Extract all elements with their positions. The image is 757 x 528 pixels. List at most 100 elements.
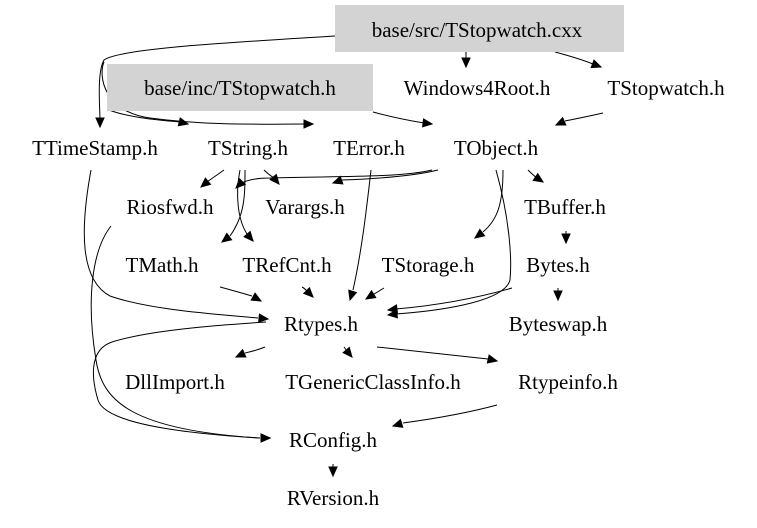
edge-line xyxy=(376,346,489,360)
edge-tobject-to-riosfwd xyxy=(235,169,433,189)
edge-line xyxy=(402,404,498,424)
edge-src-to-tstopwatch xyxy=(554,51,603,69)
edge-rtypes-to-rconfig xyxy=(92,321,272,443)
edge-arrowhead xyxy=(221,232,233,243)
node-src[interactable]: base/src/TStopwatch.cxx xyxy=(335,5,624,52)
node-label: RVersion.h xyxy=(287,486,380,510)
edge-src-to-win4root xyxy=(461,52,471,69)
node-label: Riosfwd.h xyxy=(127,195,214,219)
node-tmath[interactable]: TMath.h xyxy=(126,253,199,277)
edge-line xyxy=(372,111,425,124)
edge-arrowhead xyxy=(474,228,486,239)
node-label: TGenericClassInfo.h xyxy=(285,370,461,394)
edge-line xyxy=(352,169,372,291)
edge-arrowhead xyxy=(554,116,567,126)
edge-arrowhead xyxy=(303,119,315,129)
edge-line xyxy=(237,169,248,235)
node-label: TError.h xyxy=(333,136,405,160)
edge-src-to-ttimestamp xyxy=(95,35,336,129)
node-label: TString.h xyxy=(208,136,288,160)
edge-tstopwatch-to-tobject xyxy=(554,112,604,126)
edge-tstring-to-trefcnt xyxy=(237,169,254,242)
edge-line xyxy=(564,112,604,122)
node-tstorage[interactable]: TStorage.h xyxy=(382,253,475,277)
edge-line xyxy=(229,169,246,237)
edge-line xyxy=(98,35,336,119)
edge-line xyxy=(395,169,512,315)
node-highlight-box xyxy=(335,5,624,52)
node-tstopwatch[interactable]: TStopwatch.h xyxy=(607,76,725,100)
edge-line xyxy=(244,346,266,354)
edge-arrowhead xyxy=(260,433,272,443)
edge-arrowhead xyxy=(486,354,499,364)
node-rconfig[interactable]: RConfig.h xyxy=(289,428,378,452)
edge-arrowhead xyxy=(532,172,545,183)
edge-arrowhead xyxy=(234,348,247,358)
node-layer: base/src/TStopwatch.cxx base/inc/TStopwat… xyxy=(32,5,725,510)
edge-line xyxy=(90,225,261,439)
node-rtypeinfo[interactable]: Rtypeinfo.h xyxy=(518,370,618,394)
edge-rtypes-to-dllimport xyxy=(234,346,266,358)
edge-arrowhead xyxy=(258,313,270,323)
node-label: base/inc/TStopwatch.h xyxy=(144,76,336,100)
edge-tstring-to-tmath xyxy=(221,169,246,243)
node-bytes[interactable]: Bytes.h xyxy=(526,253,590,277)
edge-trefcnt-to-rtypes xyxy=(301,286,314,298)
edge-line xyxy=(341,169,439,181)
edge-bytes-to-byteswap xyxy=(553,288,563,302)
edge-terror-to-rtypes xyxy=(348,169,372,302)
edge-line xyxy=(395,287,513,310)
node-label: TStorage.h xyxy=(382,253,475,277)
node-win4root[interactable]: Windows4Root.h xyxy=(404,76,551,100)
node-byteswap[interactable]: Byteswap.h xyxy=(509,312,608,336)
node-label: RConfig.h xyxy=(289,428,378,452)
node-tbuffer[interactable]: TBuffer.h xyxy=(524,195,606,219)
node-varargs[interactable]: Varargs.h xyxy=(265,195,345,219)
edge-arrowhead xyxy=(461,57,471,69)
edge-arrowhead xyxy=(235,177,247,189)
node-rtypes[interactable]: Rtypes.h xyxy=(284,312,359,336)
node-tstring[interactable]: TString.h xyxy=(208,136,288,160)
node-label: Varargs.h xyxy=(265,195,345,219)
edge-line xyxy=(554,51,594,65)
edge-arrowhead xyxy=(421,118,434,128)
node-inc[interactable]: base/inc/TStopwatch.h xyxy=(107,64,373,111)
node-label: Byteswap.h xyxy=(509,312,608,336)
node-label: Rtypeinfo.h xyxy=(518,370,618,394)
node-label: DllImport.h xyxy=(125,370,225,394)
node-label: TStopwatch.h xyxy=(607,76,725,100)
edge-inc-to-tobject xyxy=(372,111,434,128)
edge-line xyxy=(482,169,504,233)
node-tobject[interactable]: TObject.h xyxy=(454,136,539,160)
node-rversion[interactable]: RVersion.h xyxy=(287,486,380,510)
edge-tobject-to-tbuffer xyxy=(527,169,545,183)
edge-rtypes-to-tgeneric xyxy=(342,346,353,358)
node-riosfwd[interactable]: Riosfwd.h xyxy=(127,195,214,219)
edge-arrowhead xyxy=(243,230,254,242)
node-tgeneric[interactable]: TGenericClassInfo.h xyxy=(285,370,461,394)
edge-rtypeinfo-to-rconfig xyxy=(391,404,498,428)
node-label: base/src/TStopwatch.cxx xyxy=(372,18,583,42)
node-label: TRefCnt.h xyxy=(242,253,332,277)
edge-arrowhead xyxy=(590,59,603,69)
edge-arrowhead xyxy=(364,289,377,300)
node-ttimestamp[interactable]: TTimeStamp.h xyxy=(32,136,158,160)
node-label: TTimeStamp.h xyxy=(32,136,158,160)
edge-tstorage-to-rtypes xyxy=(364,287,385,300)
node-dllimport[interactable]: DllImport.h xyxy=(125,370,225,394)
node-label: Bytes.h xyxy=(526,253,590,277)
edge-line xyxy=(373,287,385,295)
edge-arrowhead xyxy=(250,292,263,302)
edge-arrowhead xyxy=(95,117,105,129)
edge-tmath-to-rtypes xyxy=(219,286,263,302)
node-terror[interactable]: TError.h xyxy=(333,136,405,160)
edge-line xyxy=(92,321,267,439)
node-label: Windows4Root.h xyxy=(404,76,551,100)
edge-arrowhead xyxy=(348,289,358,302)
edge-arrowhead xyxy=(342,346,353,358)
edge-line xyxy=(219,286,253,297)
edge-tobject-to-varargs xyxy=(331,169,439,185)
edge-rconfig-to-rversion xyxy=(328,464,338,478)
node-trefcnt[interactable]: TRefCnt.h xyxy=(242,253,332,277)
